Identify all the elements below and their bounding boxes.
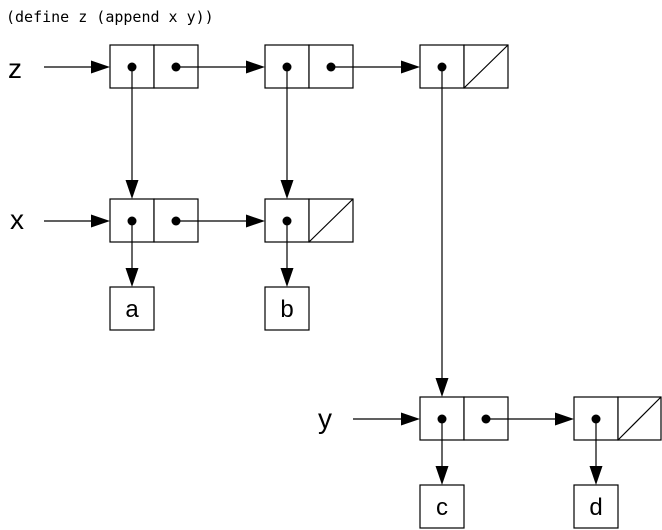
nil-slash [463,44,509,89]
arrow-y1-to-y2 [486,412,574,426]
nil-slash [617,396,662,441]
atom-d: d [573,484,619,529]
pair-y2 [573,396,662,441]
arrowhead [280,180,294,199]
arrow-x2-car-to-b [280,221,294,287]
arrow-z2-to-z3 [331,60,420,74]
atom-d-label: d [589,494,602,521]
atom-c: c [419,484,465,529]
arrow-z1-car-to-x1 [125,67,139,199]
arrow-var-y [353,412,420,426]
atom-c-label: c [436,494,448,521]
pair-z3 [419,44,509,89]
arrow-x1-car-to-a [125,221,139,287]
arrowhead [246,214,265,228]
arrowhead [246,60,265,74]
atom-a-label: a [125,296,139,323]
pair-x2 [264,198,354,243]
atom-a: a [109,286,155,331]
arrowhead [435,466,449,485]
nil-slash [308,198,354,243]
atom-c-box [419,484,465,529]
arrow-var-z [44,60,110,74]
arrow-x1-to-x2 [176,214,265,228]
atom-b-box [264,286,310,331]
arrowhead [401,60,420,74]
arrow-z1-to-z2 [176,60,265,74]
atom-d-box [573,484,619,529]
atom-a-box [109,286,155,331]
arrowhead [589,466,603,485]
arrowhead [435,378,449,397]
var-label-x: x [10,204,24,235]
code-caption: (define z (append x y)) [6,8,214,26]
arrow-y1-car-to-c [435,419,449,485]
arrow-z2-car-to-x2 [280,67,294,199]
arrow-z3-car-to-y1 [435,67,449,397]
var-label-z: z [8,53,22,84]
arrowhead [280,268,294,287]
arrowhead [125,268,139,287]
arrowhead [91,214,110,228]
arrowhead [401,412,420,426]
arrowhead [125,180,139,199]
atom-b-label: b [280,296,293,323]
arrow-y2-car-to-d [589,419,603,485]
arrowhead [555,412,574,426]
pair-z1 [109,44,199,89]
arrow-var-x [44,214,110,228]
atom-b: b [264,286,310,331]
var-label-y: y [318,403,332,434]
arrowhead [91,60,110,74]
